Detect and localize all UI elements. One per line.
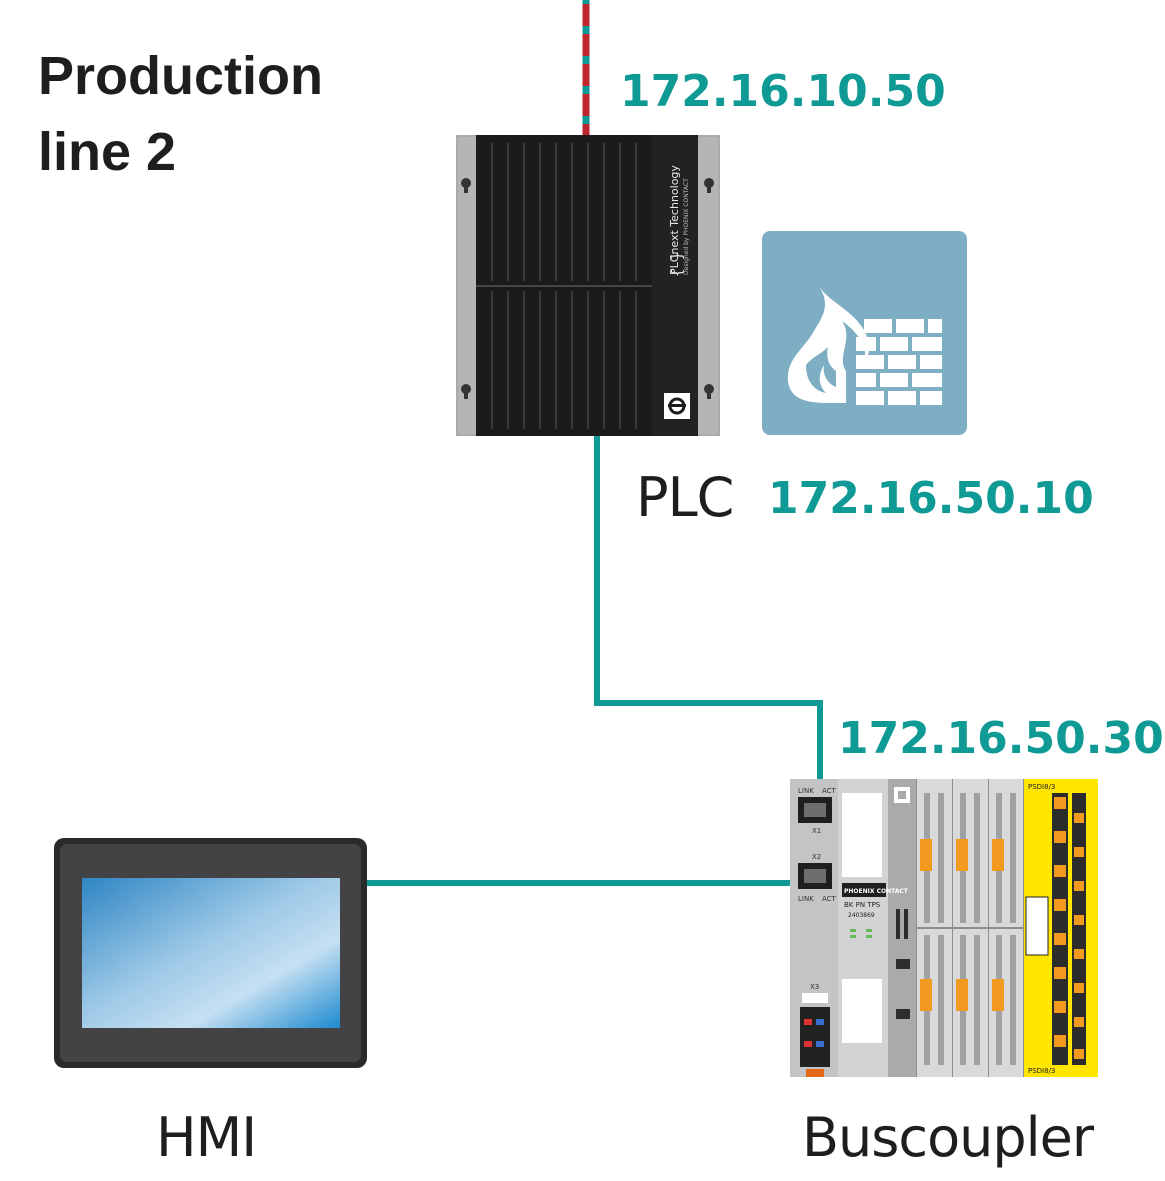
safety-module-name: PSDI8/3 <box>1028 783 1055 791</box>
hmi-label: HMI <box>156 1106 257 1169</box>
port2-link-label: LINK <box>798 895 814 903</box>
buscoupler-ip-label: 172.16.50.30 <box>838 713 1164 764</box>
port2-name: X2 <box>812 853 821 861</box>
buscoupler-icon[interactable]: LINK ACT X1 X2 LINK ACT X3 PHOENIX CONTA… <box>790 779 1098 1077</box>
plc-brand-sub: Designed by PHOENIX CONTACT <box>683 178 690 275</box>
port1-name: X1 <box>812 827 821 835</box>
title-line-1: Production <box>38 46 323 106</box>
port3-name: X3 <box>810 983 819 991</box>
buscoupler-model: BK PN TPS <box>844 901 881 909</box>
uplink-ip-label: 172.16.10.50 <box>620 66 946 117</box>
buscoupler-brand: PHOENIX CONTACT <box>844 888 909 895</box>
safety-module-name-bottom: PSDI8/3 <box>1028 1067 1055 1075</box>
hmi-panel-icon[interactable] <box>54 838 367 1068</box>
title-line-2: line 2 <box>38 122 177 182</box>
plc-controller-icon[interactable]: PLCnext Technology Designed by PHOENIX C… <box>456 135 720 436</box>
plc-label: PLC <box>636 466 734 529</box>
buscoupler-label: Buscoupler <box>802 1106 1094 1169</box>
port1-act-label: ACT <box>822 787 837 795</box>
port2-act-label: ACT <box>822 895 837 903</box>
port1-link-label: LINK <box>798 787 814 795</box>
plc-ip-label: 172.16.50.10 <box>768 473 1094 524</box>
plc-brand-text: PLCnext Technology <box>668 165 681 275</box>
svg-text:{ }: { } <box>670 252 686 277</box>
diagram-title: Production line 2 <box>38 38 323 190</box>
plc-buscoupler-link <box>594 434 823 780</box>
firewall-icon[interactable] <box>762 231 967 435</box>
buscoupler-part: 2403869 <box>848 912 875 919</box>
